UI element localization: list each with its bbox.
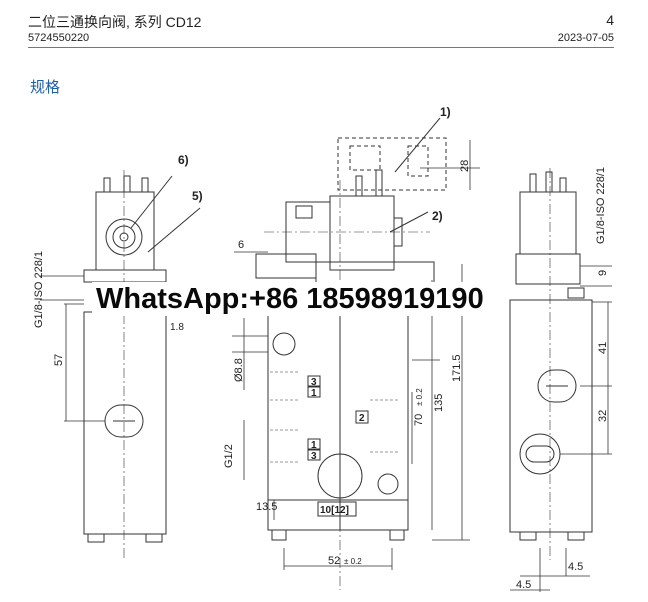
section-title: 规格 <box>30 79 61 96</box>
port-1-lower: 1 <box>311 440 317 451</box>
dim-52: 52 <box>328 555 340 567</box>
dim-57: 57 <box>53 354 65 366</box>
port-10-12: 10[12] <box>320 505 349 516</box>
document-date: 2023-07-05 <box>557 32 614 44</box>
dim-1-8: 1.8 <box>170 322 184 333</box>
dim-70: 70 <box>413 414 425 426</box>
callout-1: 1) <box>440 105 451 119</box>
dim-9: 9 <box>597 270 609 276</box>
callout-5: 5) <box>192 189 203 203</box>
dim-32: 32 <box>597 410 609 422</box>
dim-4-5-left: 4.5 <box>516 579 531 591</box>
port-1-upper: 1 <box>311 388 317 399</box>
dim-28: 28 <box>459 160 471 172</box>
dim-70-tolerance: ± 0.2 <box>415 388 424 406</box>
document-number: 5724550220 <box>28 32 90 44</box>
page-number: 4 <box>606 12 614 28</box>
left-view <box>40 170 201 560</box>
callout-6: 6) <box>178 153 189 167</box>
dim-171-5: 171.5 <box>451 354 463 382</box>
dim-52-tolerance: ± 0.2 <box>344 557 362 566</box>
port-thread-g1-2: G1/2 <box>223 444 235 468</box>
dim-diameter-8-8: Ø8.8 <box>233 358 245 382</box>
dim-13-5: 13.5 <box>256 501 277 513</box>
right-view <box>509 168 612 592</box>
middle-view <box>232 117 480 590</box>
thread-spec-right: G1/8-ISO 228/1 <box>595 167 607 244</box>
port-2: 2 <box>359 413 365 424</box>
dim-4-5-right: 4.5 <box>568 561 583 573</box>
dim-135: 135 <box>433 394 445 412</box>
dim-41: 41 <box>597 342 609 354</box>
header-divider <box>28 47 614 48</box>
dim-6: 6 <box>238 239 244 251</box>
document-title: 二位三通换向阀, 系列 CD12 <box>28 14 202 30</box>
port-3-upper: 3 <box>311 377 317 388</box>
port-3-lower: 3 <box>311 451 317 462</box>
watermark-contact: WhatsApp:+86 18598919190 <box>92 282 488 316</box>
thread-spec-left: G1/8-ISO 228/1 <box>33 251 45 328</box>
callout-2: 2) <box>432 209 443 223</box>
